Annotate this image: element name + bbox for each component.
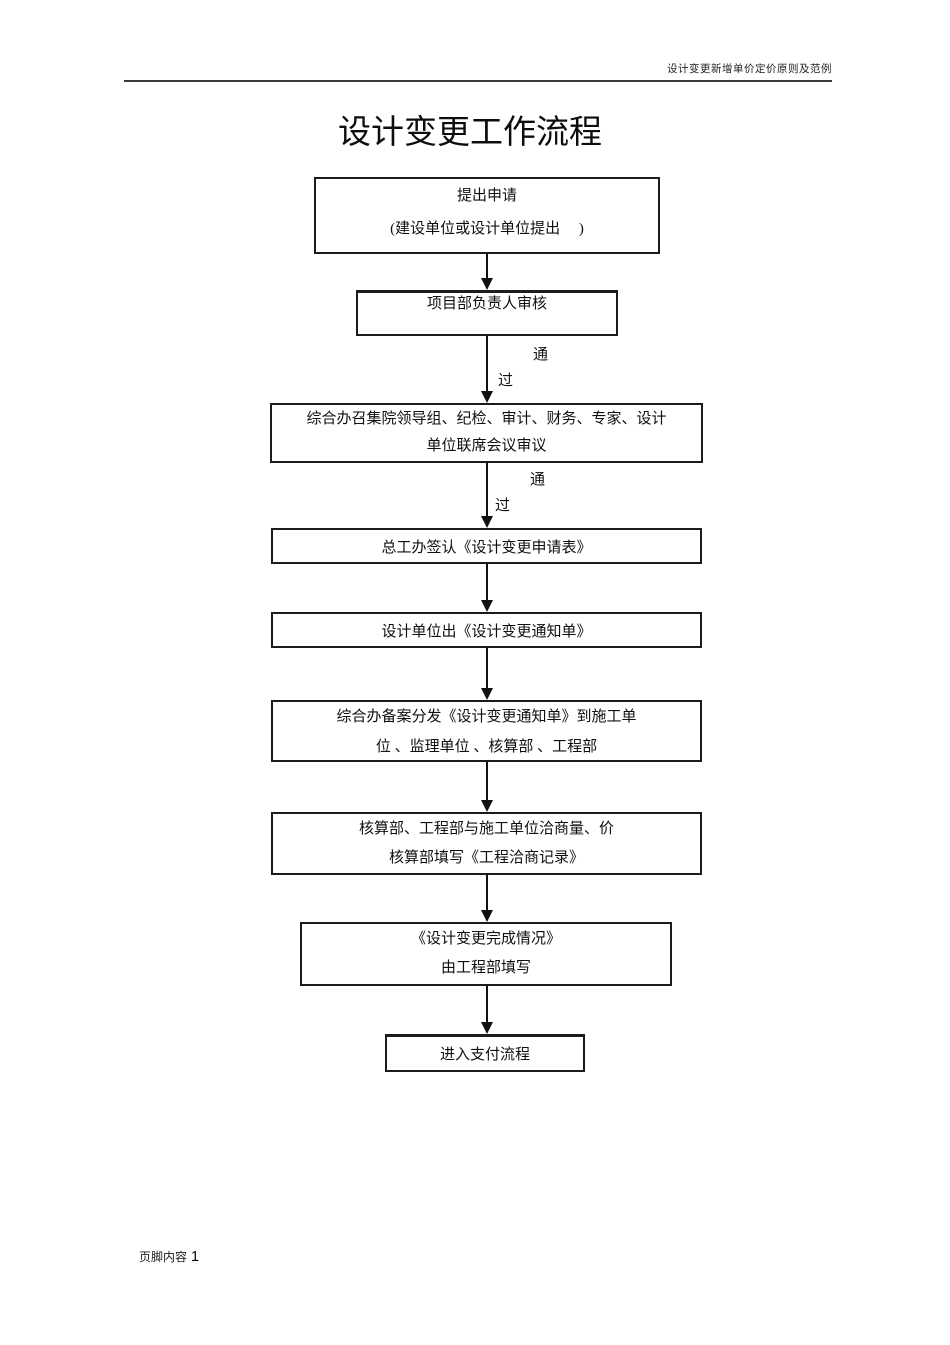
page-title: 设计变更工作流程 (338, 115, 602, 151)
arrow-head-icon (481, 688, 493, 700)
flow-box-text-line: 提出申请 (456, 188, 517, 204)
header-rule (124, 80, 832, 82)
flow-box-text-line: (建设单位或设计单位提出 ) (390, 221, 584, 237)
pass-label-char: 通 (532, 347, 548, 363)
flow-arrow-down (481, 986, 493, 1034)
flow-box-text-line: 综合办召集院领导组、纪检、审计、财务、专家、设计 (306, 411, 667, 427)
flow-box-text-line: 《设计变更完成情况》 (410, 931, 561, 947)
footer-page-number: 1 (191, 1249, 200, 1265)
arrow-shaft (486, 463, 488, 516)
flow-box-text-line: 单位联席会议审议 (426, 438, 547, 454)
arrow-head-icon (481, 600, 493, 612)
arrow-head-icon (481, 1022, 493, 1034)
flow-arrow-down (481, 563, 493, 612)
flow-box-text-line: 核算部、工程部与施工单位洽商量、价 (358, 821, 614, 837)
flow-box-chief-engineer-sign: 总工办签认《设计变更申请表》 (271, 528, 702, 564)
flow-box-negotiate-quantity-price: 核算部、工程部与施工单位洽商量、价 核算部填写《工程洽商记录》 (271, 812, 702, 875)
arrow-head-icon (481, 910, 493, 922)
flow-box-text-line: 进入支付流程 (439, 1047, 530, 1063)
flow-arrow-down (481, 647, 493, 700)
arrow-head-icon (481, 800, 493, 812)
flow-arrow-down (481, 463, 493, 528)
flow-arrow-down (481, 336, 493, 403)
flow-box-text-line: 设计单位出《设计变更通知单》 (381, 623, 592, 640)
pass-label-char: 过 (495, 498, 511, 514)
arrow-shaft (486, 336, 488, 391)
arrow-shaft (486, 563, 488, 600)
flow-box-distribute-notice: 综合办备案分发《设计变更通知单》到施工单 位 、监理单位 、核算部 、工程部 (271, 700, 702, 762)
flow-box-enter-payment-process: 进入支付流程 (385, 1034, 585, 1072)
flow-arrow-down (481, 762, 493, 812)
header-text: 设计变更新增单价定价原则及范例 (667, 64, 832, 75)
flow-box-joint-meeting-review: 综合办召集院领导组、纪检、审计、财务、专家、设计 单位联席会议审议 (270, 403, 703, 463)
arrow-shaft (486, 647, 488, 688)
flow-box-text-line: 总工办签认《设计变更申请表》 (381, 539, 592, 556)
arrow-head-icon (481, 278, 493, 290)
pass-label-char: 通 (529, 472, 545, 488)
flow-arrow-down (481, 253, 493, 290)
flow-box-submit-application: 提出申请 (建设单位或设计单位提出 ) (314, 177, 660, 254)
flow-box-text-line: 核算部填写《工程洽商记录》 (388, 850, 584, 866)
flow-box-text-line: 由工程部填写 (440, 960, 531, 976)
pass-label: 通 过 (495, 471, 545, 515)
pass-label-char: 过 (498, 373, 514, 389)
arrow-shaft (486, 762, 488, 800)
arrow-head-icon (481, 391, 493, 403)
flow-box-design-unit-issue-notice: 设计单位出《设计变更通知单》 (271, 612, 702, 648)
arrow-shaft (486, 875, 488, 910)
flow-box-text-line: 综合办备案分发《设计变更通知单》到施工单 (336, 709, 637, 725)
flow-box-completion-status-form: 《设计变更完成情况》 由工程部填写 (300, 922, 672, 986)
flow-box-text-line: 项目部负责人审核 (426, 296, 547, 312)
flow-box-text-line: 位 、监理单位 、核算部 、工程部 (375, 739, 598, 755)
flow-box-project-manager-review: 项目部负责人审核 (356, 290, 618, 336)
flow-arrow-down (481, 875, 493, 922)
footer-label: 页脚内容 (139, 1250, 188, 1264)
arrow-head-icon (481, 516, 493, 528)
arrow-shaft (486, 986, 488, 1022)
pass-label: 通 过 (498, 346, 548, 390)
arrow-shaft (486, 253, 488, 278)
